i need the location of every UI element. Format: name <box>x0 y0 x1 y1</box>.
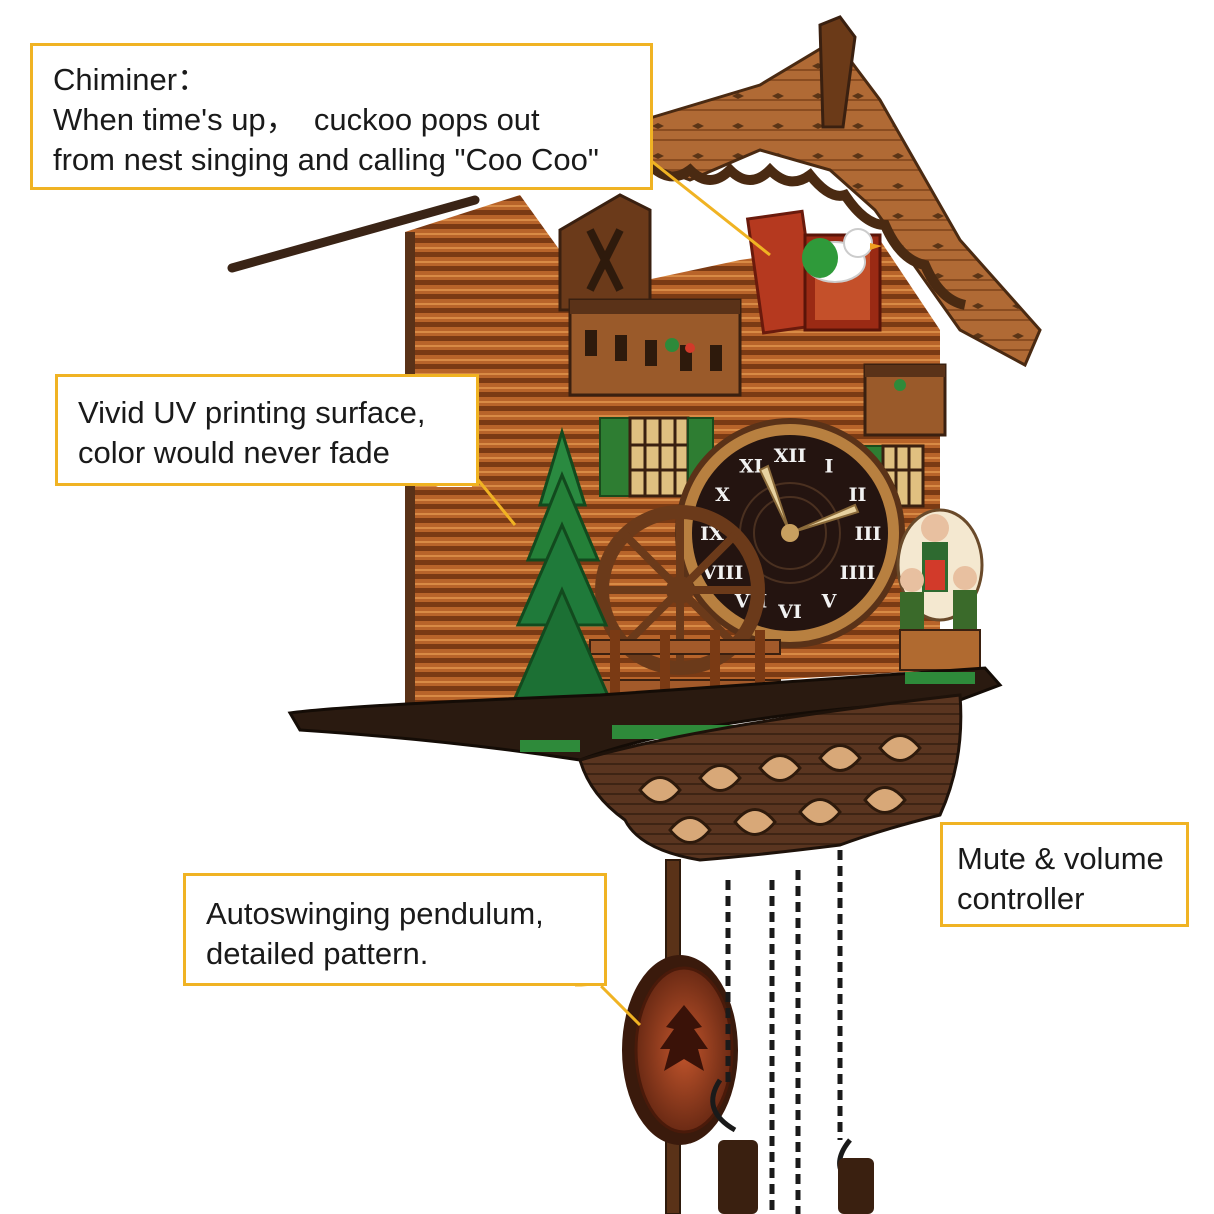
callout-mute-volume: Mute & volume controller <box>940 822 1189 927</box>
pinecone-weights <box>718 1140 874 1214</box>
base-shelf <box>287 666 1003 762</box>
callout-chiminer-line2: from nest singing and calling "Coo Coo" <box>53 142 599 177</box>
callout-pendulum-line1: Autoswinging pendulum, <box>206 896 544 931</box>
callout-pendulum-line2: detailed pattern. <box>206 936 429 971</box>
carved-apron <box>578 693 963 862</box>
weight-chains <box>710 850 862 1214</box>
callout-uv-printing: Vivid UV printing surface, color would n… <box>55 374 479 486</box>
right-balcony <box>863 363 947 437</box>
left-balcony <box>568 298 742 397</box>
callout-pendulum: Autoswinging pendulum, detailed pattern. <box>183 873 607 986</box>
callout-mute-line1: Mute & volume <box>957 841 1164 876</box>
cuckoo-bird <box>802 228 882 283</box>
clock-numeral: XII <box>774 445 807 467</box>
callout-uv-line2: color would never fade <box>78 435 390 470</box>
couple-figures <box>896 508 984 671</box>
clock-numeral: IIII <box>840 562 876 584</box>
callout-uv-line1: Vivid UV printing surface, <box>78 395 426 430</box>
clock-numeral: III <box>855 523 882 545</box>
clock-numeral: XI <box>739 456 763 478</box>
clock-numeral: I <box>825 456 834 478</box>
clock-hands <box>758 464 860 542</box>
pendulum <box>622 859 738 1214</box>
callout-mute-line2: controller <box>957 881 1085 916</box>
clock-numeral: VIII <box>701 562 744 584</box>
roof <box>646 15 1042 368</box>
callout-chiminer-line1: When time's up， cuckoo pops out <box>53 102 540 137</box>
clock-numeral: V <box>821 591 838 613</box>
left-carved-gable <box>558 193 652 312</box>
clock-numeral: VI <box>777 601 802 623</box>
callout-chiminer-title: Chiminer： <box>53 62 209 97</box>
roof-rod <box>227 195 480 273</box>
water-wheel <box>595 505 765 675</box>
callout-chiminer: Chiminer： When time's up， cuckoo pops ou… <box>30 43 653 190</box>
clock-numeral: II <box>849 484 867 506</box>
clock-numeral: X <box>715 484 730 506</box>
